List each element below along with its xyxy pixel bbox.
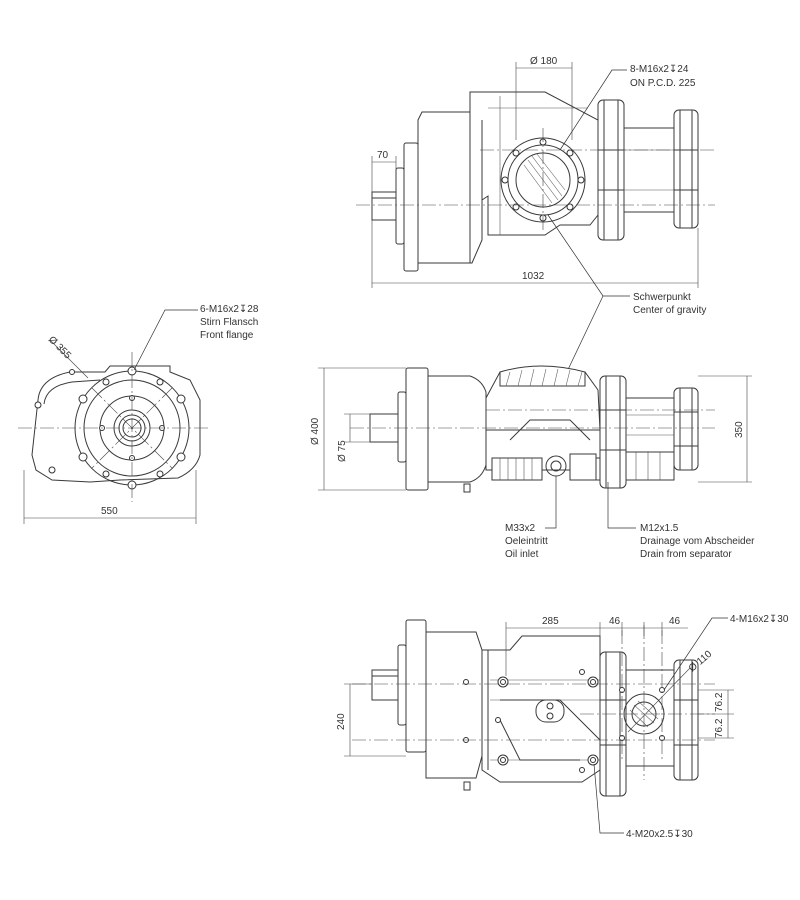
side-view <box>318 365 752 529</box>
dim-front-width: 550 <box>101 506 118 517</box>
label-drain-en: Drain from separator <box>640 549 732 560</box>
label-oil-thread: M33x2 <box>505 523 535 534</box>
dim-bottom-46a: 46 <box>609 616 621 627</box>
label-drain-de: Drainage vom Abscheider <box>640 536 755 547</box>
dim-bottom-285: 285 <box>542 616 559 627</box>
dim-front-dia: Ø 355 <box>46 334 73 361</box>
dim-side-dia-400: Ø 400 <box>310 417 321 445</box>
dim-bottom-240: 240 <box>336 713 347 730</box>
dim-bottom-dia-110: Ø 110 <box>687 649 715 675</box>
dim-side-350: 350 <box>734 421 745 438</box>
front-view <box>18 309 210 524</box>
dim-top-length: 1032 <box>522 271 545 282</box>
top-view <box>356 62 715 288</box>
dim-top-70: 70 <box>377 150 389 161</box>
dim-bottom-76a: 76.2 <box>714 692 725 712</box>
label-front-thread: 6-M16x2↧28 <box>200 304 259 315</box>
label-bottom-thread: 4-M20x2.5↧30 <box>626 829 693 840</box>
label-oil-de: Oeleintritt <box>505 536 548 547</box>
dim-bottom-46b: 46 <box>669 616 681 627</box>
label-gravity-en: Center of gravity <box>633 305 706 316</box>
dim-bottom-76b: 76.2 <box>714 718 725 738</box>
label-top-pcd-line1: 8-M16x2↧24 <box>630 64 689 75</box>
dim-side-dia-75: Ø 75 <box>337 440 348 462</box>
label-oil-en: Oil inlet <box>505 549 539 560</box>
label-bottom-right-thread: 4-M16x2↧30 <box>730 614 789 625</box>
bottom-view <box>344 617 734 834</box>
label-gravity-de: Schwerpunkt <box>633 292 691 303</box>
dim-top-dia: Ø 180 <box>530 56 558 67</box>
label-drain-thread: M12x1.5 <box>640 523 679 534</box>
label-front-en: Front flange <box>200 330 254 341</box>
label-front-de: Stirn Flansch <box>200 317 258 328</box>
label-top-pcd-line2: ON P.C.D. 225 <box>630 78 696 89</box>
